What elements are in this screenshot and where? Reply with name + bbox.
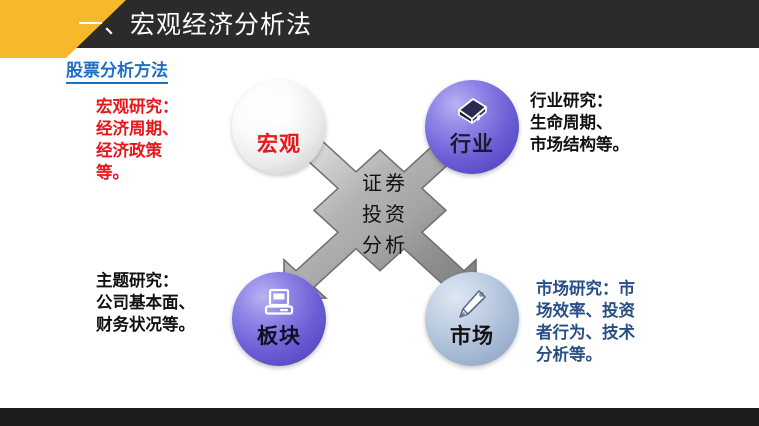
node-macro-label: 宏观 [257, 132, 301, 156]
pencil-icon [425, 288, 519, 318]
note-industry-research: 行业研究： 生命周期、 市场结构等。 [530, 91, 629, 154]
center-label: 证券 投资 分析 [362, 171, 408, 257]
note-market-research: 市场研究：市 场效率、投资 者行为、技术 分析等。 [536, 279, 635, 364]
node-industry[interactable]: 行业 [425, 80, 519, 174]
node-macro[interactable]: 宏观 [232, 80, 326, 174]
header-bar [0, 0, 759, 48]
page-title: 一、宏观经济分析法 [78, 10, 313, 39]
node-industry-label: 行业 [450, 132, 494, 156]
node-sector[interactable]: 板块 [232, 272, 326, 366]
node-market-label: 市场 [450, 324, 494, 348]
node-market[interactable]: 市场 [425, 272, 519, 366]
note-macro-research: 宏观研究： 经济周期、 经济政策 等。 [96, 97, 179, 182]
node-sector-label: 板块 [257, 324, 301, 348]
computer-icon [232, 288, 326, 318]
note-theme-research: 主题研究： 公司基本面、 财务状况等。 [96, 271, 195, 334]
footer-bar [0, 408, 759, 426]
globe-icon [232, 96, 326, 126]
section-subtitle: 股票分析方法 [66, 61, 168, 84]
book-icon [425, 96, 519, 126]
